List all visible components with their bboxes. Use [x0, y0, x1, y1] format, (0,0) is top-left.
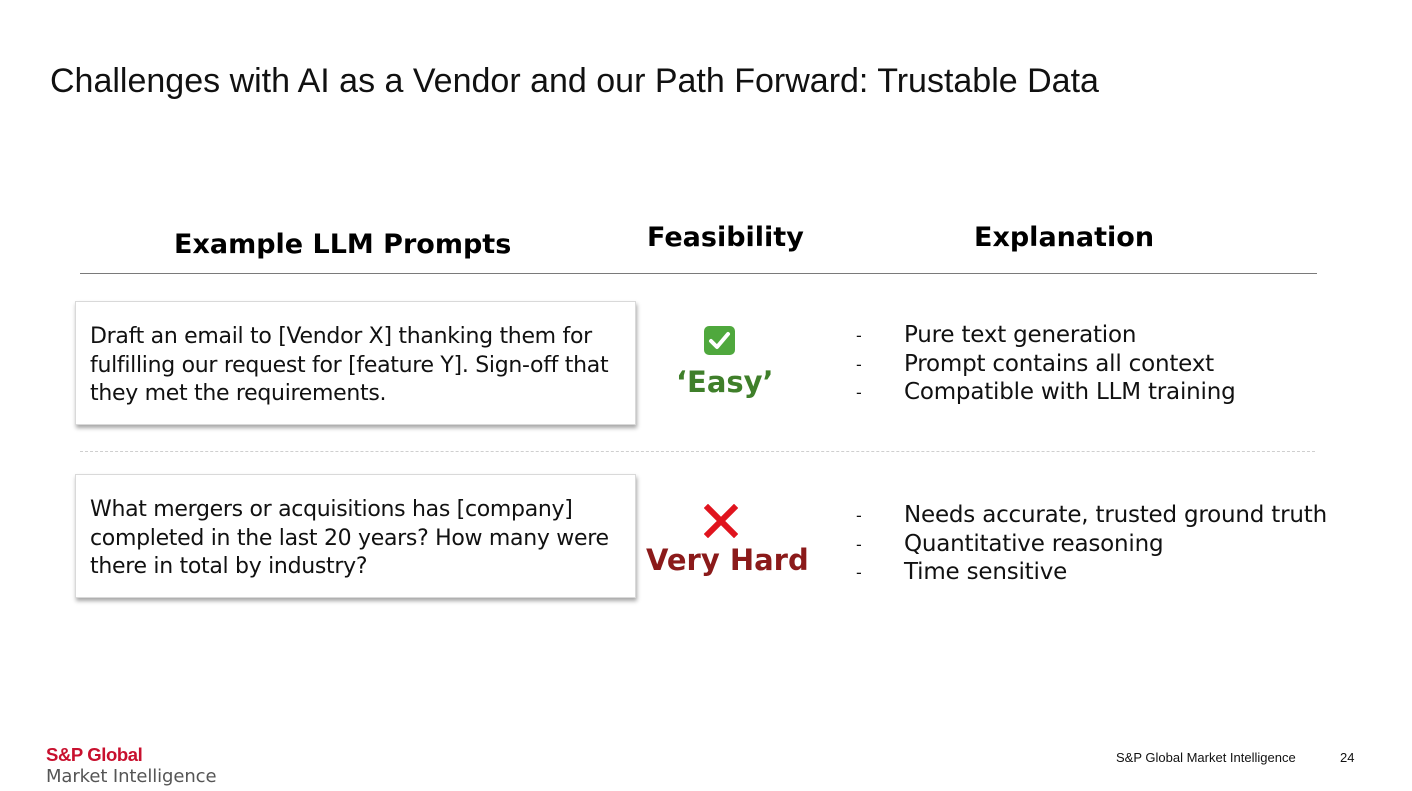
- explanation-text: Needs accurate, trusted ground truth: [904, 502, 1327, 528]
- prompt-line: Draft an email to [Vendor X] thanking th…: [90, 324, 592, 349]
- explanation-text: Compatible with LLM training: [904, 379, 1236, 406]
- explanation-text: Quantitative reasoning: [904, 530, 1164, 557]
- prompt-line: fulfilling our request for [feature Y]. …: [90, 352, 609, 378]
- prompt-box-email: Draft an email to [Vendor X] thanking th…: [75, 301, 636, 425]
- feasibility-very-hard-label: Very Hard: [646, 543, 809, 577]
- bullet-dash: -: [856, 383, 862, 403]
- prompt-line: they met the requirements.: [90, 381, 387, 406]
- header-feasibility: Feasibility: [647, 222, 804, 253]
- explanation-text: Pure text generation: [904, 322, 1137, 348]
- prompt-line: What mergers or acquisitions has [compan…: [90, 497, 573, 522]
- logo-subtitle-text: Market Intelligence: [46, 766, 217, 787]
- slide-title: Challenges with AI as a Vendor and our P…: [50, 62, 1099, 100]
- header-example-prompts: Example LLM Prompts: [174, 229, 512, 260]
- bullet-dash: -: [856, 354, 862, 374]
- cross-mark-icon: [703, 503, 739, 539]
- logo-brand-text: S&P Global: [46, 744, 143, 765]
- prompt-line: there in total by industry?: [90, 554, 368, 579]
- prompt-line: completed in the last 20 years? How many…: [90, 525, 609, 551]
- footer-company-name: S&P Global Market Intelligence: [1116, 750, 1296, 765]
- bullet-dash: -: [856, 563, 862, 583]
- page-number: 24: [1340, 750, 1355, 765]
- check-mark-icon: [704, 326, 735, 355]
- bullet-dash: -: [856, 534, 862, 554]
- header-explanation: Explanation: [974, 222, 1155, 253]
- row-divider: [80, 451, 1315, 452]
- feasibility-easy-label: ‘Easy’: [676, 365, 774, 399]
- bullet-dash: -: [856, 326, 862, 345]
- explanation-text: Prompt contains all context: [904, 350, 1214, 377]
- explanation-text: Time sensitive: [904, 559, 1068, 586]
- prompt-box-mergers: What mergers or acquisitions has [compan…: [75, 474, 636, 598]
- company-logo: S&P Global Market Intelligence: [46, 744, 217, 788]
- header-divider: [80, 273, 1317, 274]
- bullet-dash: -: [856, 506, 862, 525]
